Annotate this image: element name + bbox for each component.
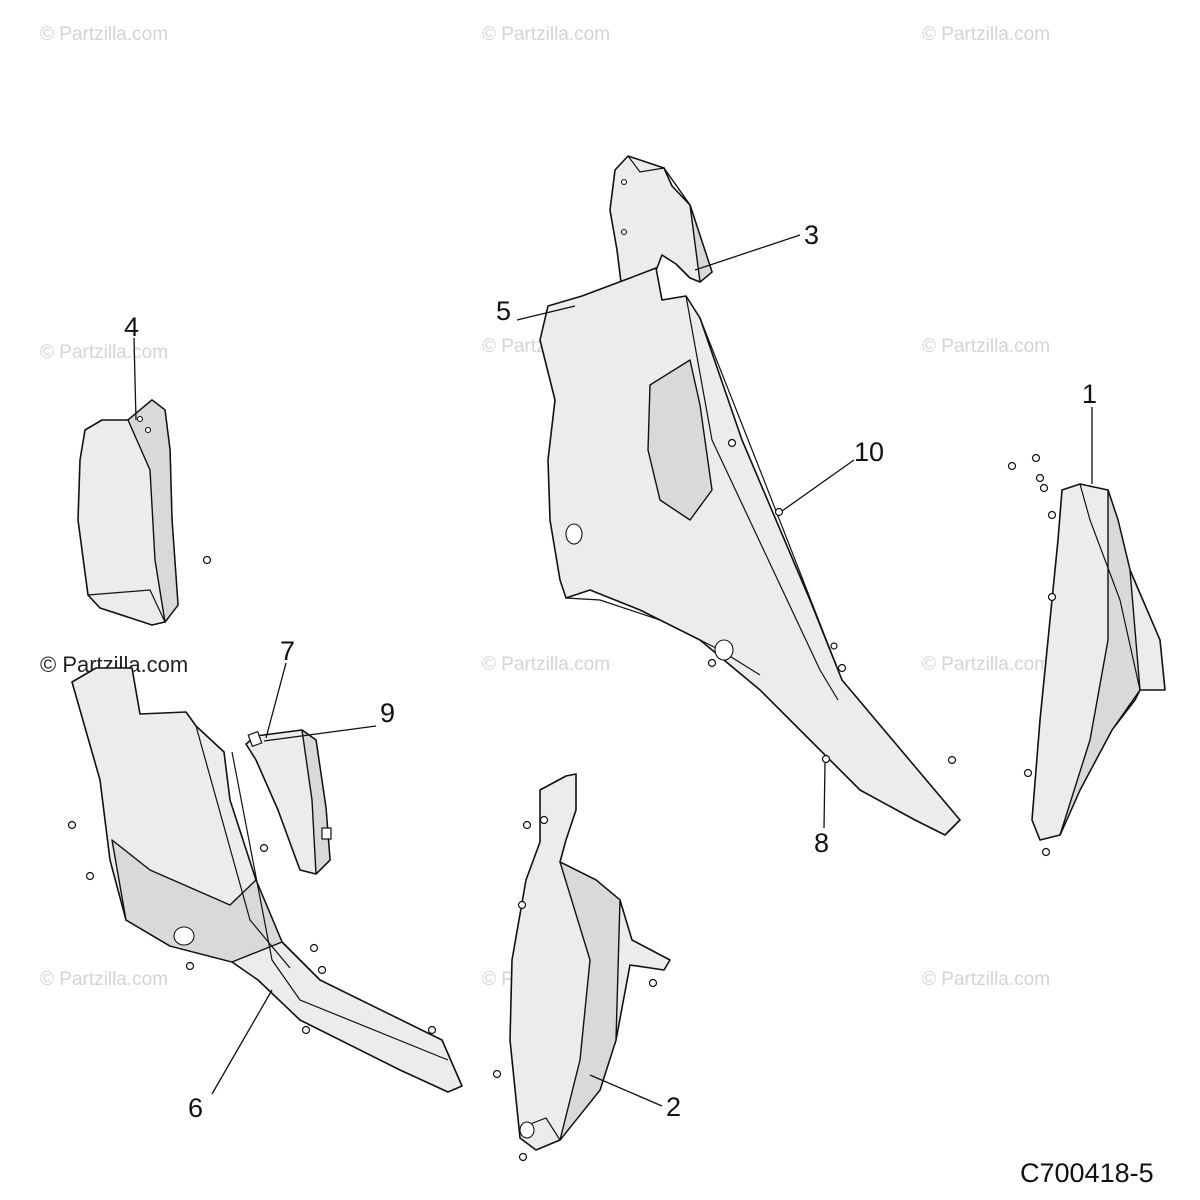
watermark-text: © Partzilla.com xyxy=(922,654,1050,675)
watermark-text: © Partzilla.com xyxy=(40,24,168,45)
callout-10: 10 xyxy=(854,437,884,467)
leader-6 xyxy=(211,989,273,1095)
watermark-text: © Partzilla.com xyxy=(40,969,168,990)
callout-5: 5 xyxy=(496,296,511,326)
callout-3: 3 xyxy=(804,220,819,250)
leader-3 xyxy=(694,234,801,271)
leader-lines xyxy=(133,234,1093,1107)
part-1-right-side-cover[interactable] xyxy=(1007,453,1166,857)
part-9-clip[interactable] xyxy=(247,730,332,840)
callout-8: 8 xyxy=(814,828,829,858)
callout-2: 2 xyxy=(666,1092,681,1122)
callout-labels: 1 2 3 4 5 6 7 8 9 10 xyxy=(124,220,1097,1123)
callout-1: 1 xyxy=(1082,379,1097,409)
leader-4 xyxy=(133,337,137,421)
part-5-center-panel[interactable] xyxy=(539,267,961,836)
part-6-lower-left-panel[interactable] xyxy=(67,667,463,1093)
watermark-text: © Partzilla.com xyxy=(922,336,1050,357)
callout-9: 9 xyxy=(380,698,395,728)
part-7-pad[interactable] xyxy=(245,729,331,875)
leader-5 xyxy=(516,305,576,321)
part-2-lower-center-cover[interactable] xyxy=(492,773,671,1162)
diagram-reference-code: C700418-5 xyxy=(1020,1158,1154,1188)
watermark-text: © Partzilla.com xyxy=(922,24,1050,45)
leader-9 xyxy=(263,725,377,742)
leader-7 xyxy=(265,662,287,739)
leader-2 xyxy=(589,1074,663,1107)
watermark-text: © Partzilla.com xyxy=(482,654,610,675)
watermark-text: © Partzilla.com xyxy=(40,342,168,363)
watermark-text: © Partzilla.com xyxy=(482,24,610,45)
watermark-text: © Partzilla.com xyxy=(922,969,1050,990)
callout-4: 4 xyxy=(124,312,139,342)
part-4-upper-left-cover[interactable] xyxy=(77,399,212,626)
leader-8 xyxy=(823,762,826,829)
leader-10 xyxy=(781,459,855,512)
callout-7: 7 xyxy=(280,636,295,666)
callout-6: 6 xyxy=(188,1093,203,1123)
